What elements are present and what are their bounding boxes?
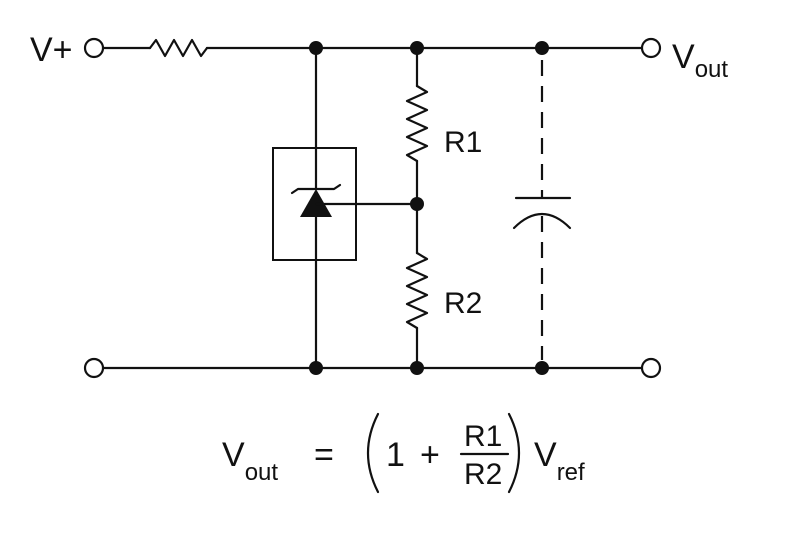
formula-one: 1 (386, 436, 405, 474)
label-r2: R2 (444, 287, 482, 320)
terminals (83, 37, 662, 379)
terminal-ground-left (83, 357, 105, 379)
capacitor-plate-bottom (512, 213, 572, 230)
input-resistor (148, 38, 209, 58)
formula-equals: = (314, 436, 334, 474)
junction-dot (309, 41, 323, 55)
junction-dot (410, 197, 424, 211)
formula-numerator: R1 (464, 420, 502, 453)
top-wire (101, 38, 644, 58)
right-paren (507, 412, 521, 494)
junction-dot (535, 361, 549, 375)
junction-dot (309, 361, 323, 375)
formula-rhs: Vref (534, 436, 585, 486)
label-vout: Vout (672, 38, 728, 83)
capacitor-branch (512, 60, 572, 360)
resistor-r1 (405, 84, 429, 163)
terminal-ground-right (640, 357, 662, 379)
label-vplus: V+ (30, 31, 73, 69)
junction-dots (309, 41, 549, 375)
formula-denominator: R2 (464, 458, 502, 491)
junction-dot (410, 361, 424, 375)
resistor-r2 (405, 251, 429, 330)
formula-lhs: Vout (222, 436, 278, 486)
shunt-reference (272, 46, 419, 370)
vout-formula: Vout = 1 + R1 R2 Vref (222, 412, 585, 494)
junction-dot (535, 41, 549, 55)
terminal-vplus (83, 37, 105, 59)
zener-bar (290, 183, 342, 195)
label-r1: R1 (444, 126, 482, 159)
formula-plus: + (420, 436, 440, 474)
terminal-vout (640, 37, 662, 59)
junction-dot (410, 41, 424, 55)
left-paren (366, 412, 380, 494)
